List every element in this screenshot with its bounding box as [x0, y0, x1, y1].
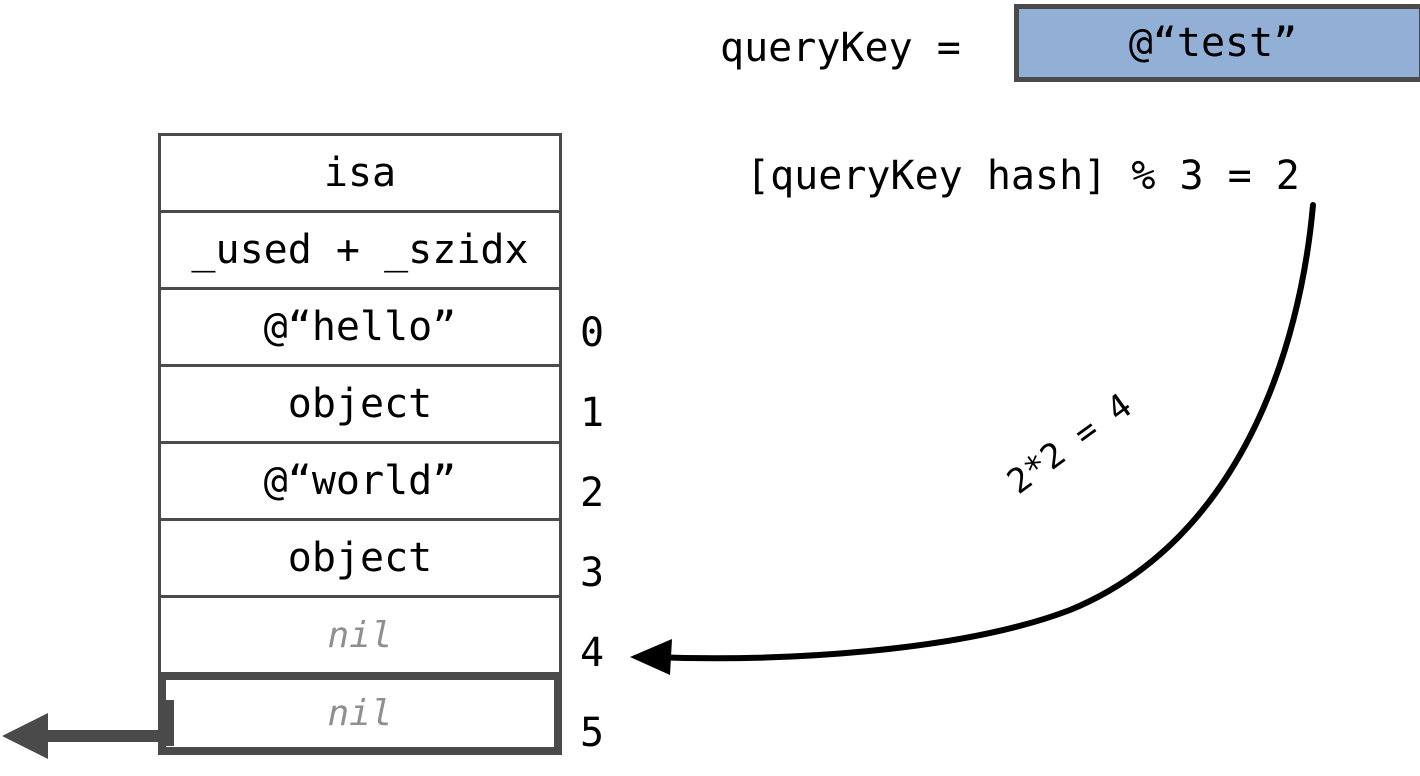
table-row-bucket-2: @“world” [158, 441, 562, 521]
hash-probe-curve-arrow [630, 202, 1316, 675]
table-row-bucket-0: @“hello” [158, 287, 562, 367]
query-key-value: @“test” [1128, 20, 1298, 66]
cell-label: @“world” [263, 458, 457, 504]
cell-label: @“hello” [263, 304, 457, 350]
index-label-5: 5 [580, 710, 605, 756]
cell-label: nil [327, 693, 393, 734]
table-row-isa: isa [158, 133, 562, 213]
table-row-bucket-3: object [158, 518, 562, 598]
cell-label: object [287, 381, 433, 427]
table-row-bucket-5: nil [158, 672, 562, 755]
cell-label: nil [327, 614, 393, 656]
cell-label: object [287, 535, 433, 581]
index-label-2: 2 [580, 470, 605, 516]
index-label-3: 3 [580, 550, 605, 596]
hash-table: isa _used + _szidx @“hello” object @“wor… [158, 133, 562, 755]
table-row-bucket-1: object [158, 364, 562, 444]
cell-label: _used + _szidx [191, 227, 529, 273]
index-label-1: 1 [580, 390, 605, 436]
query-key-value-box: @“test” [1014, 4, 1420, 82]
index-label-4: 4 [580, 630, 605, 676]
bucket-index-column: . . 0 1 2 3 4 5 [580, 133, 630, 773]
hash-expression: [queryKey hash] % 3 = 2 [746, 153, 1300, 199]
query-key-label: queryKey = [720, 25, 985, 71]
table-row-bucket-4: nil [158, 595, 562, 675]
overflow-arrow-icon [2, 700, 174, 759]
index-label-0: 0 [580, 310, 605, 356]
cell-label: isa [323, 150, 397, 196]
table-row-used-szidx: _used + _szidx [158, 210, 562, 290]
